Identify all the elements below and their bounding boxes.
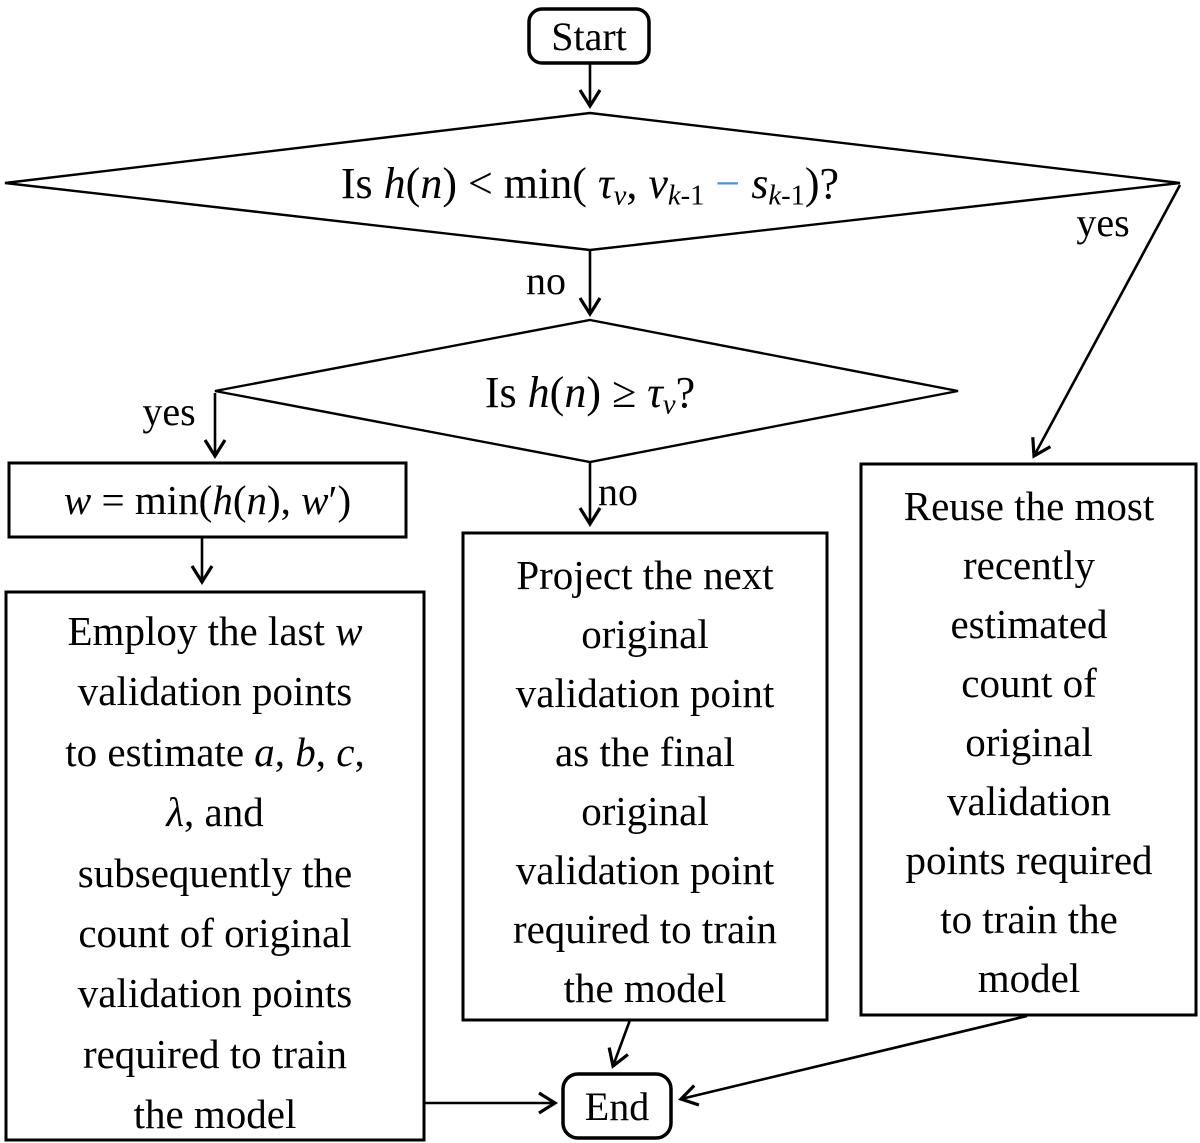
reuse-box-label: Reuse the most recently estimated count … xyxy=(903,483,1155,1001)
decision2-no-label: no xyxy=(598,469,638,514)
start-node-shape xyxy=(527,7,651,65)
decision2-shape xyxy=(214,318,959,464)
project-box-shape xyxy=(461,531,829,1022)
decision1-yes-label: yes xyxy=(1076,200,1130,245)
assign-w-label: w = min(h(n), w′) xyxy=(63,477,352,523)
edge-project-to-end xyxy=(607,1019,632,1069)
end-node-shape xyxy=(561,1072,673,1140)
decision2-label: Is h(n) ≥ τv? xyxy=(484,368,696,421)
end-node-label: End xyxy=(584,1084,650,1129)
decision1-label: Is h(n) < min( τv, vk-1 − sk-1)? xyxy=(340,159,840,212)
assign-w-shape xyxy=(7,461,408,539)
decision1-shape xyxy=(4,111,1181,252)
employ-box-shape xyxy=(4,590,426,1142)
project-box-label: Project the next original validation poi… xyxy=(512,552,778,1011)
reuse-box-shape xyxy=(859,462,1198,1017)
edge-reuse-to-end xyxy=(678,1014,1028,1107)
edge-decision1-yes xyxy=(1031,184,1182,459)
employ-box-label: Employ the last w validation points to e… xyxy=(65,608,365,1138)
decision1-no-label: no xyxy=(526,258,566,303)
decision2-yes-label: yes xyxy=(142,389,196,434)
start-node-label: Start xyxy=(551,14,627,59)
